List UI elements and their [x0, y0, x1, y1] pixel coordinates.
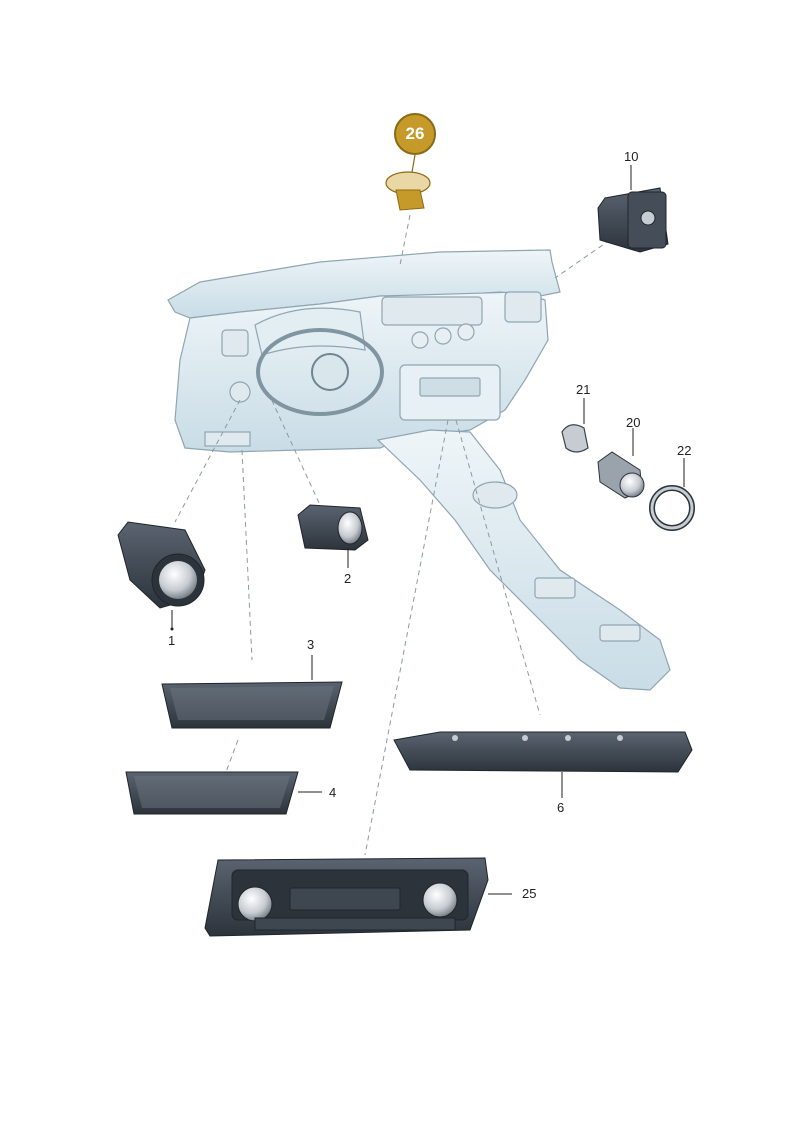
part-20-socket[interactable]: [597, 428, 645, 499]
center-console: [376, 429, 671, 691]
part-4-trim-panel[interactable]: [125, 771, 322, 815]
climate-knob-center: [434, 327, 452, 345]
part-22-ring[interactable]: [649, 458, 695, 531]
label-25: 25: [522, 886, 537, 901]
label-1: 1: [168, 633, 176, 648]
part-26-badge: 26: [394, 113, 436, 155]
lower-switch-panel: [204, 431, 251, 447]
part-10-switch[interactable]: [597, 165, 669, 253]
part-6-trim-strip[interactable]: [393, 731, 693, 798]
leader-lines: [174, 214, 611, 856]
part-3-trim-panel[interactable]: [161, 655, 343, 729]
left-vent: [221, 329, 249, 357]
console-storage: [599, 624, 641, 642]
label-10: 10: [624, 149, 639, 164]
headlight-switch-position: [229, 381, 251, 403]
label-4: 4: [329, 785, 337, 800]
label-22: 22: [677, 443, 692, 458]
part-26-sensor[interactable]: [385, 154, 431, 211]
label-21: 21: [576, 382, 591, 397]
steering-wheel: [256, 328, 384, 416]
label-6: 6: [557, 800, 565, 815]
climate-knob-left: [411, 331, 429, 349]
part-2-control-unit[interactable]: [297, 504, 369, 568]
console-switches: [534, 577, 576, 599]
part-21-clip[interactable]: [561, 398, 589, 453]
part-1-headlight-switch[interactable]: [117, 521, 206, 631]
center-vent: [381, 296, 483, 326]
radio-display: [419, 377, 481, 397]
label-2: 2: [344, 571, 352, 586]
right-vent: [504, 291, 542, 323]
climate-knob-right: [457, 323, 475, 341]
label-20: 20: [626, 415, 641, 430]
label-3: 3: [307, 637, 315, 652]
steering-hub: [311, 353, 349, 391]
cupholder: [472, 481, 518, 509]
dashboard-assembly: [167, 249, 671, 691]
part-25-climate-panel[interactable]: [204, 857, 512, 937]
